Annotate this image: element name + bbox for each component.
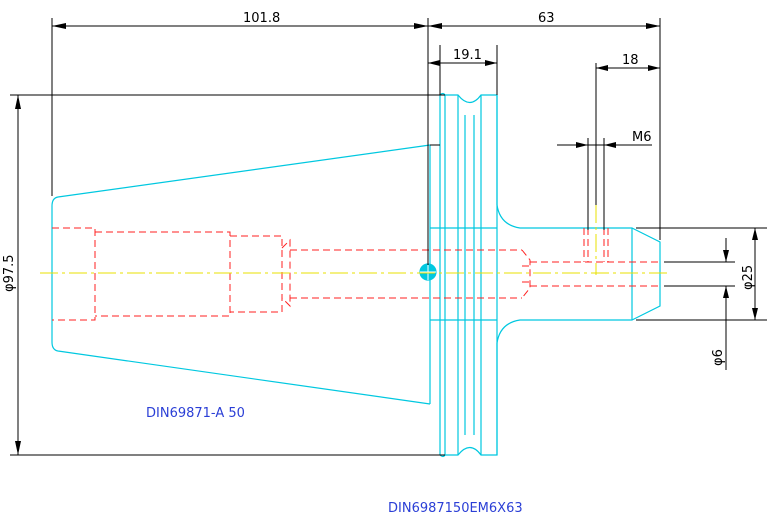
dim-nose-diameter: φ25 <box>741 265 756 290</box>
dimension-lines <box>10 18 767 456</box>
taper-outline <box>51 144 431 405</box>
arrow-heads <box>15 23 758 455</box>
dim-overall-length: 101.8 <box>243 11 280 26</box>
dim-flange-width: 19.1 <box>453 48 482 63</box>
dim-front-length: 63 <box>538 11 555 26</box>
nose-outline <box>496 204 661 344</box>
taper-standard-note: DIN69871-A 50 <box>146 406 245 421</box>
dim-thread-size: M6 <box>632 130 652 145</box>
dim-bore-diameter: φ6 <box>711 349 726 366</box>
center-lines <box>40 205 668 275</box>
hidden-lines <box>52 227 660 321</box>
dim-flange-diameter: φ97.5 <box>2 254 17 292</box>
part-outline <box>51 92 661 458</box>
part-code-note: DIN6987150EM6X63 <box>388 501 523 516</box>
dim-thread-offset: 18 <box>622 53 639 68</box>
